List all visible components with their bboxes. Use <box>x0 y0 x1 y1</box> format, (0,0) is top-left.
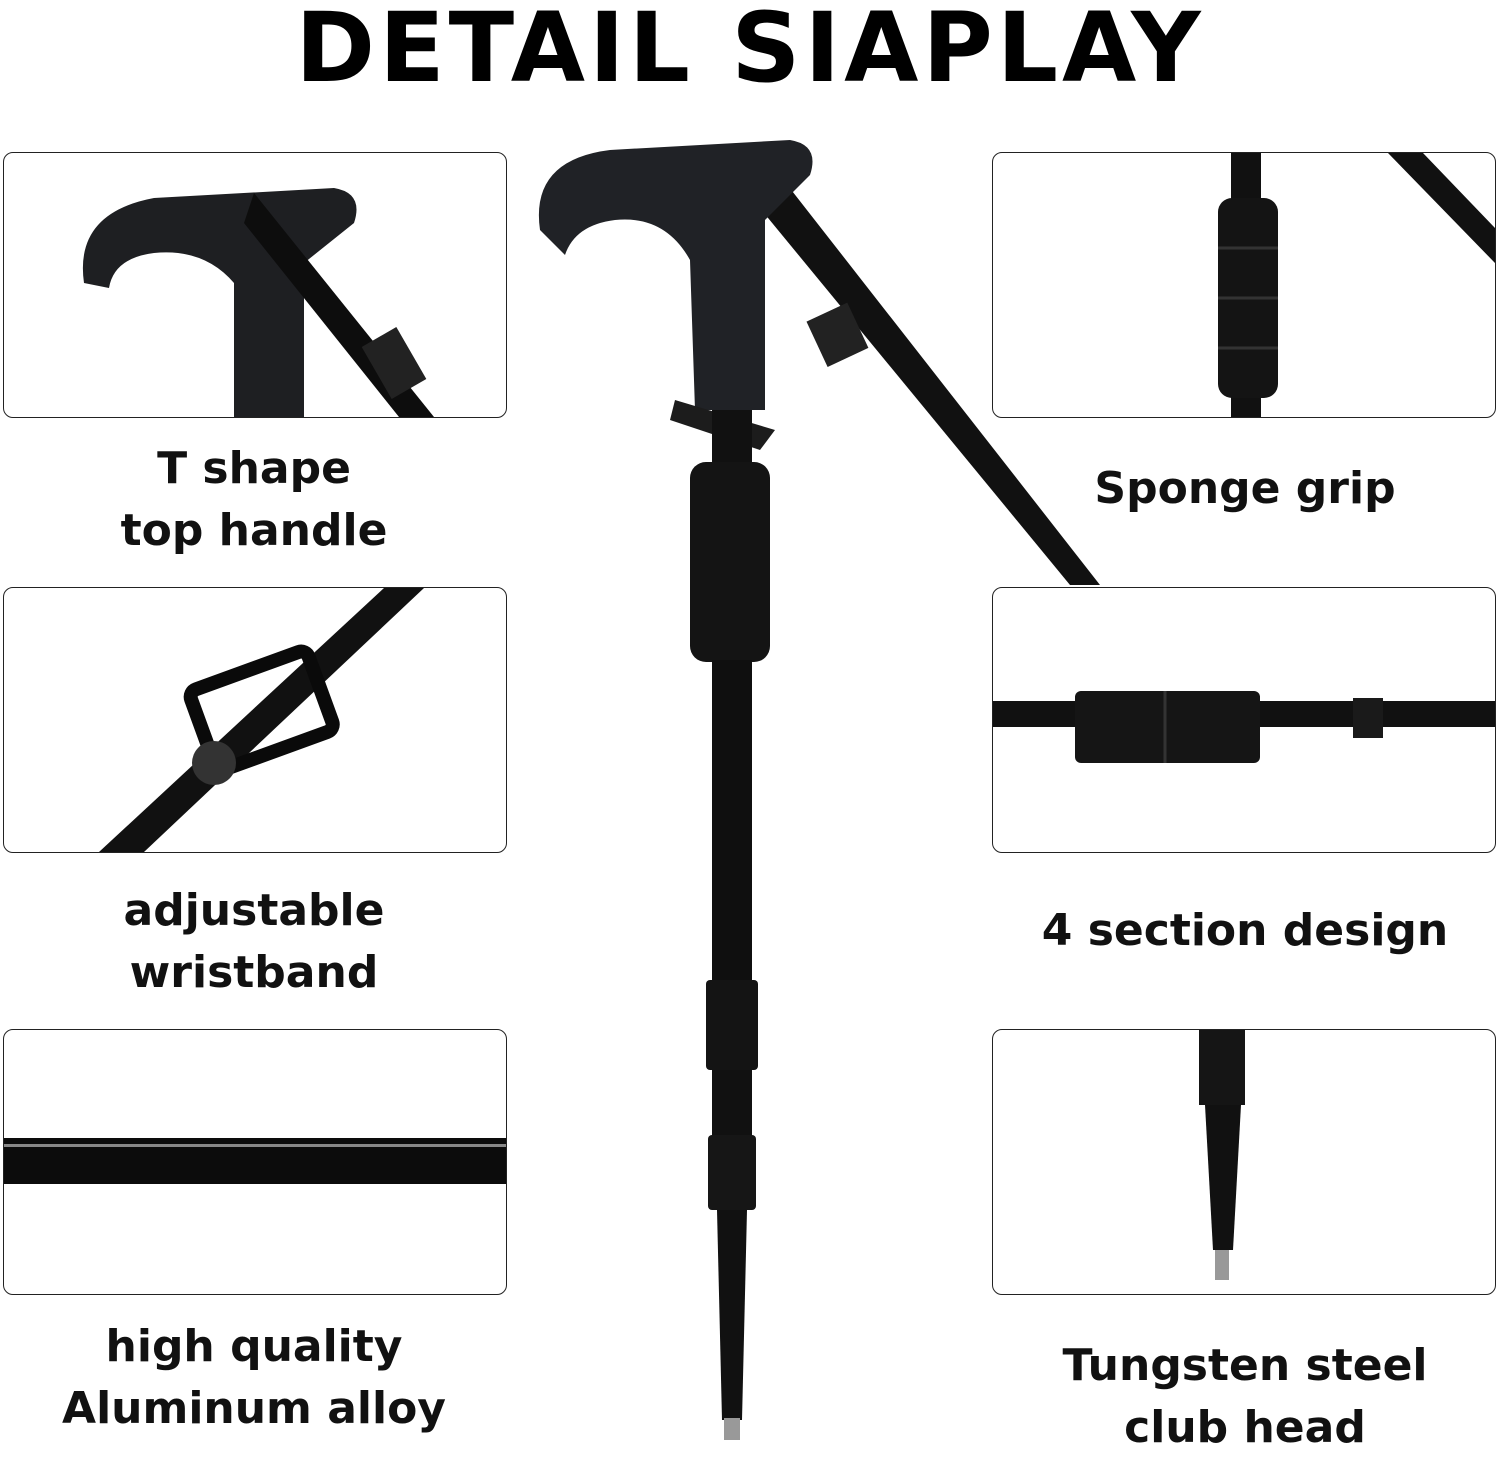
t-handle-line1: T shape <box>157 443 351 494</box>
tip-photo <box>992 1029 1496 1295</box>
tip-label: Tungsten steel club head <box>985 1335 1500 1459</box>
t-handle-photo <box>3 152 507 418</box>
wristband-photo <box>3 587 507 853</box>
sections-line1: 4 section design <box>1041 905 1449 956</box>
wristband-label: adjustable wristband <box>0 880 514 1004</box>
sections-photo <box>992 587 1496 853</box>
t-handle-label: T shape top handle <box>0 438 514 562</box>
pole-tip <box>717 1210 747 1420</box>
wristband-line1: adjustable <box>123 885 385 936</box>
strap <box>745 150 1100 585</box>
t-handle <box>538 140 813 410</box>
sponge-grip-photo <box>992 152 1496 418</box>
tip-line1: Tungsten steel <box>1062 1340 1428 1391</box>
wristband-line2: wristband <box>129 947 379 998</box>
tip-line2: club head <box>1124 1402 1366 1453</box>
alloy-line2: Aluminum alloy <box>62 1383 446 1434</box>
trekking-pole-image <box>538 140 1100 1440</box>
sponge-grip-label: Sponge grip <box>985 458 1500 520</box>
t-handle-line2: top handle <box>120 505 388 556</box>
sponge-grip <box>690 462 770 662</box>
sponge-grip-line1: Sponge grip <box>1094 463 1396 514</box>
alloy-label: high quality Aluminum alloy <box>0 1316 514 1440</box>
alloy-photo <box>3 1029 507 1295</box>
page-title: DETAIL SIAPLAY <box>295 0 1205 104</box>
sections-label: 4 section design <box>985 900 1500 962</box>
alloy-line1: high quality <box>105 1321 403 1372</box>
